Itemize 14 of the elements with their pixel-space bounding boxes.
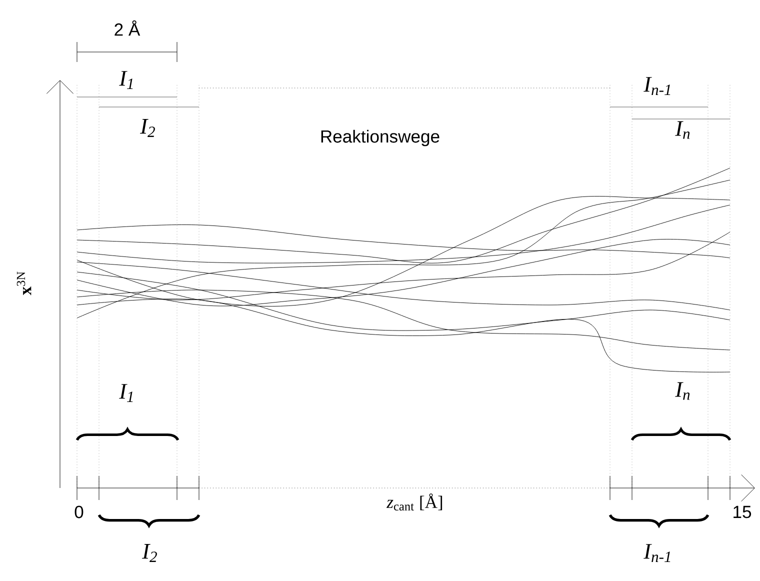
interval-label: I$_{n}$ xyxy=(675,121,690,139)
interval-label: I$_{1}$ xyxy=(119,384,133,402)
interval-label: I$_{1}$ xyxy=(119,71,133,89)
interval-label: I$_{2}$ xyxy=(140,119,155,137)
tick-label: 0 xyxy=(74,506,84,518)
interval-label: I$_{n-1}$ xyxy=(644,77,670,95)
interval-label: I$_{n}$ xyxy=(675,382,690,400)
plot-title: Reaktionswege xyxy=(321,130,440,146)
axis-label: z$_{cant}$ [Å] xyxy=(386,494,442,511)
dimension-label: 2 Å xyxy=(114,20,140,36)
tick-label: 15 xyxy=(734,506,752,518)
interval-label: I$_{2}$ xyxy=(142,544,157,562)
interval-label: I$_{n-1}$ xyxy=(644,544,670,562)
axis-label: x$^{3N}$ xyxy=(16,272,32,296)
